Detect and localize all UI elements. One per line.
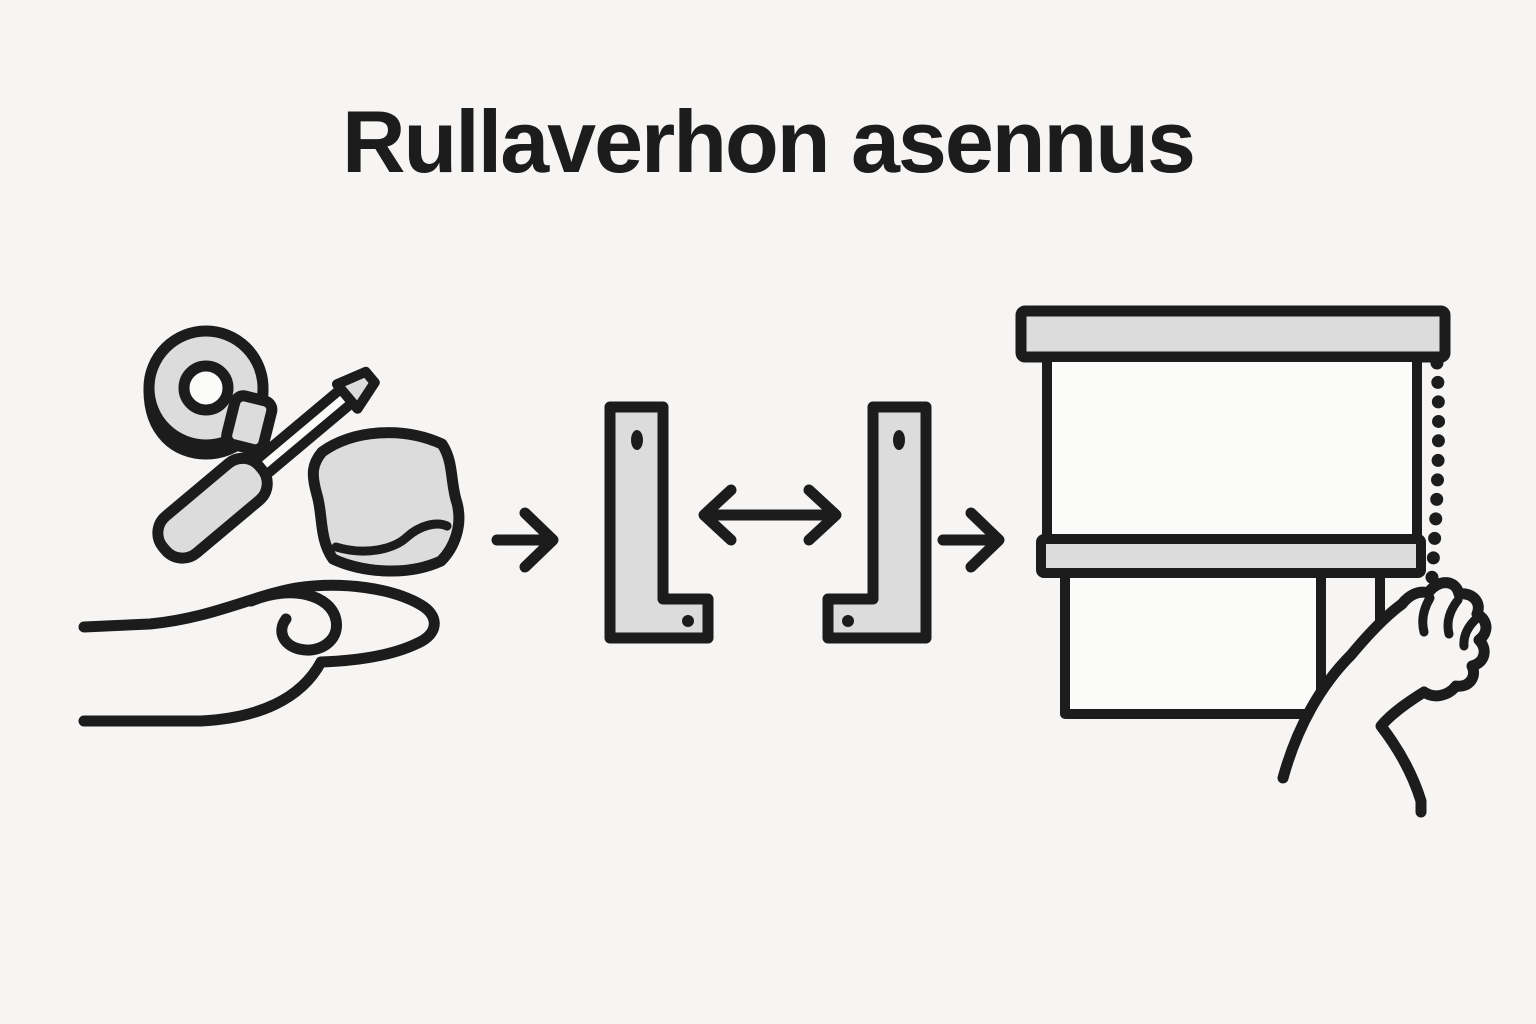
roller-blind-illustration xyxy=(1015,305,1492,818)
open-hand-icon xyxy=(78,579,440,727)
pulling-hand-finger-line-3 xyxy=(1459,613,1482,651)
bracket-right-icon xyxy=(822,401,932,644)
tape-tab xyxy=(221,390,278,456)
bracket-right-foot-hole xyxy=(842,615,854,627)
screwdriver-tip xyxy=(331,366,380,414)
bracket-left-foot-hole xyxy=(682,615,694,627)
bracket-left-slot xyxy=(631,430,643,450)
bracket-left-icon xyxy=(604,401,714,644)
pulling-hand-finger-line-1 xyxy=(1418,593,1435,637)
tape-roll-hole xyxy=(178,360,234,416)
diagram-title: Rullaverhon asennus xyxy=(341,92,1196,191)
arrow-head xyxy=(965,507,1005,573)
screwdriver-icon xyxy=(152,366,380,564)
arrow-right-icon xyxy=(937,507,1005,573)
double-arrow-head-left xyxy=(698,484,737,546)
tools-in-hand-illustration xyxy=(78,325,465,727)
pulling-hand-icon xyxy=(1277,577,1492,818)
cloth-outline xyxy=(307,427,465,577)
double-arrow-icon xyxy=(698,484,842,546)
blind-fabric-upper xyxy=(1042,352,1422,544)
blind-fabric-lower xyxy=(1060,568,1326,719)
cloth-fold-line xyxy=(331,519,452,556)
blind-bottom-rail xyxy=(1036,534,1426,578)
blind-cassette xyxy=(1015,305,1451,363)
bracket-left-body xyxy=(604,401,714,644)
open-hand-outline xyxy=(78,579,440,727)
pulling-hand-outline xyxy=(1277,577,1492,818)
double-arrow-head-right xyxy=(803,484,842,546)
pulling-hand-finger-line-2 xyxy=(1443,595,1463,639)
roller-blind-icon xyxy=(1015,305,1451,719)
tape-roll-icon xyxy=(143,325,278,460)
bracket-right-slot xyxy=(893,430,905,450)
arrow-right-icon xyxy=(491,507,559,573)
cloth-icon xyxy=(307,427,465,577)
open-hand-thumb xyxy=(245,587,342,656)
bracket-right-body xyxy=(822,401,932,644)
mounting-brackets-illustration xyxy=(604,401,932,644)
arrow-head xyxy=(519,507,559,573)
